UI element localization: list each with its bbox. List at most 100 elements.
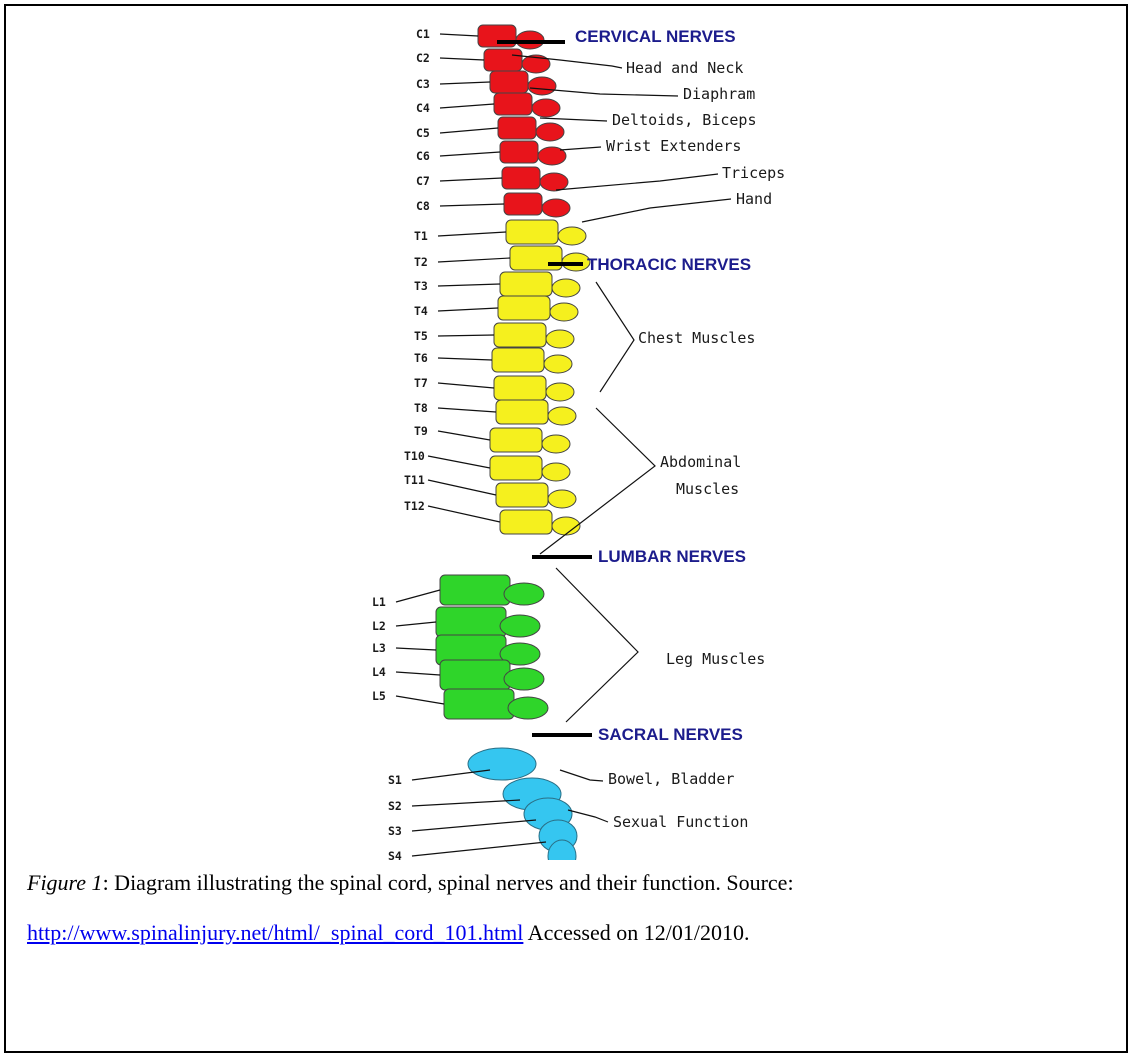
process-t6 <box>544 355 572 373</box>
leader-c3 <box>440 82 490 84</box>
leader-t9 <box>438 431 490 440</box>
process-t3 <box>552 279 580 297</box>
process-t11 <box>548 490 576 508</box>
lumbar-nerves-label: LUMBAR NERVES <box>598 547 746 566</box>
process-c4 <box>532 99 560 117</box>
segment-label-t3: T3 <box>414 279 428 293</box>
vertebra-t9 <box>490 428 542 452</box>
process-l1 <box>504 583 544 605</box>
process-t7 <box>546 383 574 401</box>
hand-leader <box>582 199 731 222</box>
wrist-leader <box>560 147 601 150</box>
vertebra-l4 <box>440 660 510 690</box>
segment-label-c1: C1 <box>416 27 430 41</box>
spine-diagram: C1C2C3C4C5C6C7C8T1T2T3T4T5T6T7T8T9T10T11… <box>0 0 1134 860</box>
vertebra-l5 <box>444 689 514 719</box>
deltoids-biceps-label: Deltoids, Biceps <box>612 111 757 129</box>
process-c8 <box>542 199 570 217</box>
triceps-label: Triceps <box>722 164 785 182</box>
source-link[interactable]: http://www.spinalinjury.net/html/_spinal… <box>27 920 523 945</box>
sexual-leader <box>568 810 608 822</box>
leader-c7 <box>440 178 502 181</box>
leader-t6 <box>438 358 492 360</box>
segment-label-t6: T6 <box>414 351 428 365</box>
segment-label-t12: T12 <box>404 499 425 513</box>
vertebra-l2 <box>436 607 506 637</box>
vertebra-t3 <box>500 272 552 296</box>
vertebra-t6 <box>492 348 544 372</box>
leader-c5 <box>440 128 498 133</box>
segment-label-c8: C8 <box>416 199 430 213</box>
process-t4 <box>550 303 578 321</box>
leader-l1 <box>396 590 440 602</box>
segment-label-t7: T7 <box>414 376 428 390</box>
process-t9 <box>542 435 570 453</box>
segment-label-c5: C5 <box>416 126 430 140</box>
leader-t3 <box>438 284 500 286</box>
hand-label: Hand <box>736 190 772 208</box>
segment-label-t4: T4 <box>414 304 428 318</box>
segment-labels: C1C2C3C4C5C6C7C8T1T2T3T4T5T6T7T8T9T10T11… <box>372 27 430 860</box>
deltoids-leader <box>540 118 607 121</box>
accessed-date: Accessed on 12/01/2010. <box>523 920 749 945</box>
leader-c2 <box>440 58 484 60</box>
leader-t8 <box>438 408 496 412</box>
segment-label-c7: C7 <box>416 174 430 188</box>
bowel-bladder-label: Bowel, Bladder <box>608 770 734 788</box>
process-t8 <box>548 407 576 425</box>
leader-t7 <box>438 383 494 388</box>
segment-label-t8: T8 <box>414 401 428 415</box>
segment-label-t2: T2 <box>414 255 428 269</box>
leader-l5 <box>396 696 444 704</box>
leg-muscles-label: Leg Muscles <box>666 650 765 668</box>
process-t10 <box>542 463 570 481</box>
abdominal-label-line2: Muscles <box>676 480 739 498</box>
vertebra-c4 <box>494 93 532 115</box>
segment-label-t5: T5 <box>414 329 428 343</box>
vertebra-c7 <box>502 167 540 189</box>
abdominal-label-line1: Abdominal <box>660 453 741 471</box>
leader-t2 <box>438 258 510 262</box>
leader-l2 <box>396 622 436 626</box>
leg-bracket <box>556 568 638 722</box>
vertebra-t7 <box>494 376 546 400</box>
segment-label-l5: L5 <box>372 689 386 703</box>
segment-label-c6: C6 <box>416 149 430 163</box>
head-neck-label: Head and Neck <box>626 59 743 77</box>
segment-label-l1: L1 <box>372 595 386 609</box>
leader-s4 <box>412 842 546 856</box>
segment-label-t9: T9 <box>414 424 428 438</box>
process-c3 <box>528 77 556 95</box>
leader-s2 <box>412 800 520 806</box>
leader-c6 <box>440 152 500 156</box>
leader-t11 <box>428 480 496 495</box>
leader-t12 <box>428 506 500 522</box>
vertebra-t2 <box>510 246 562 270</box>
process-c7 <box>540 173 568 191</box>
segment-label-c3: C3 <box>416 77 430 91</box>
process-t1 <box>558 227 586 245</box>
caption-text: : Diagram illustrating the spinal cord, … <box>103 870 794 895</box>
vertebra-t4 <box>498 296 550 320</box>
process-c5 <box>536 123 564 141</box>
segment-label-s3: S3 <box>388 824 402 838</box>
vertebra-t10 <box>490 456 542 480</box>
leader-c8 <box>440 204 504 206</box>
caption-line-1: Figure 1: Diagram illustrating the spina… <box>27 858 1107 908</box>
vertebra-c3 <box>490 71 528 93</box>
sexual-function-label: Sexual Function <box>613 813 748 831</box>
vertebra-c6 <box>500 141 538 163</box>
cervical-nerves-label: CERVICAL NERVES <box>575 27 736 46</box>
leader-l4 <box>396 672 440 675</box>
vertebra-t11 <box>496 483 548 507</box>
vertebra-t5 <box>494 323 546 347</box>
segment-label-t1: T1 <box>414 229 428 243</box>
vertebra-s1 <box>468 748 536 780</box>
vertebra-t12 <box>500 510 552 534</box>
vertebra-c2 <box>484 49 522 71</box>
leader-c4 <box>440 104 494 108</box>
triceps-leader <box>556 174 718 190</box>
segment-label-l2: L2 <box>372 619 386 633</box>
segment-label-c2: C2 <box>416 51 430 65</box>
leader-s3 <box>412 820 536 831</box>
